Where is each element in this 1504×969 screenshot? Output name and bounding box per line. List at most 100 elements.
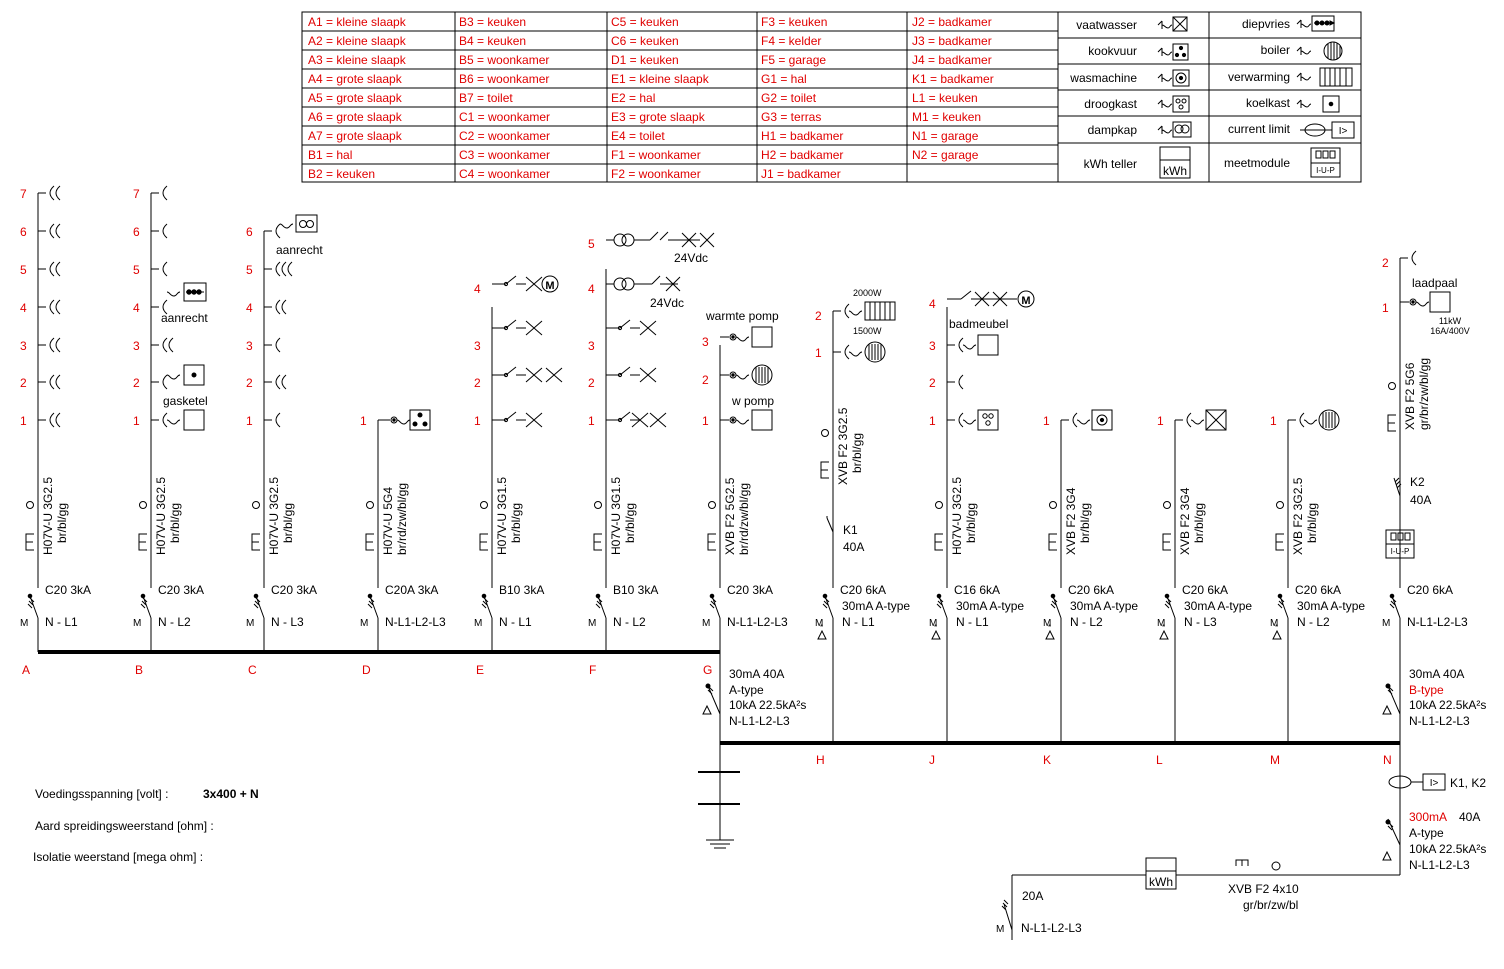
svg-text:M: M bbox=[1043, 618, 1051, 629]
legend-room-f1: F1 = woonkamer bbox=[611, 148, 701, 162]
svg-text:M: M bbox=[815, 618, 823, 629]
point-number: 1 bbox=[1043, 414, 1050, 428]
phase-label: N - L1 bbox=[45, 615, 78, 629]
point-number: 2 bbox=[20, 376, 27, 390]
svg-text:Isolatie weerstand [mega ohm]: Isolatie weerstand [mega ohm] : bbox=[33, 850, 203, 864]
svg-text:M: M bbox=[20, 618, 28, 629]
point-number: 2 bbox=[133, 376, 140, 390]
point-number: 7 bbox=[133, 187, 140, 201]
circuit-note: badmeubel bbox=[949, 317, 1008, 331]
point-number: 2 bbox=[474, 376, 481, 390]
legend-symbol-label: boiler bbox=[1261, 43, 1290, 57]
breaker-rating: C20A 3kA bbox=[385, 583, 438, 597]
point-number: 3 bbox=[702, 335, 709, 349]
point-number: 6 bbox=[20, 225, 27, 239]
circuit-note: aanrecht bbox=[276, 243, 323, 257]
cable-colors: br/bl/gg bbox=[509, 503, 523, 543]
svg-text:10kA 22.5kA²s: 10kA 22.5kA²s bbox=[1409, 842, 1486, 856]
svg-text:M: M bbox=[545, 280, 554, 292]
point-number: 1 bbox=[246, 414, 253, 428]
breaker-rating: C20 6kA bbox=[840, 583, 886, 597]
point-number: 1 bbox=[133, 414, 140, 428]
current-limiter-k1k2: I> K1, K2 bbox=[1388, 773, 1486, 791]
cable-type: XVB F2 3G2.5 bbox=[1291, 477, 1305, 555]
breaker-rating: C20 6kA bbox=[1407, 583, 1453, 597]
svg-text:*: * bbox=[934, 623, 937, 632]
legend-room-e1: E1 = kleine slaapk bbox=[611, 72, 710, 86]
rcd-rating: 30mA A-type bbox=[956, 599, 1024, 613]
legend-room-g3: G3 = terras bbox=[761, 110, 821, 124]
load-symbols: aanrecht bbox=[264, 214, 323, 428]
rcd-rating: 30mA A-type bbox=[1070, 599, 1138, 613]
point-number: 3 bbox=[588, 339, 595, 353]
cable-colors: br/bl/gg bbox=[964, 503, 978, 543]
cable-type: H07V-U 3G2.5 bbox=[267, 477, 281, 555]
cable-type: H07V-U 5G4 bbox=[381, 487, 395, 555]
legend-room-j4: J4 = badkamer bbox=[912, 53, 992, 67]
point-number: 7 bbox=[20, 187, 27, 201]
cable-colors: br/rd/zw/bl/gg bbox=[395, 483, 409, 555]
point-number: 4 bbox=[588, 282, 595, 296]
legend-room-b5: B5 = woonkamer bbox=[459, 53, 549, 67]
svg-text:30mA 40A: 30mA 40A bbox=[1409, 667, 1464, 681]
phase-label: N - L1 bbox=[956, 615, 989, 629]
breaker-rating: B10 3kA bbox=[613, 583, 658, 597]
legend-symbol-label: vaatwasser bbox=[1076, 18, 1137, 32]
legend-room-f5: F5 = garage bbox=[761, 53, 826, 67]
circuit-note: 11kW bbox=[1439, 316, 1462, 326]
svg-text:3x400 + N: 3x400 + N bbox=[203, 787, 259, 801]
svg-text:gr/br/zw/bl: gr/br/zw/bl bbox=[1243, 898, 1298, 912]
cable-colors: br/bl/gg bbox=[55, 503, 69, 543]
svg-text:I-U-P: I-U-P bbox=[1391, 547, 1410, 556]
legend-symbol-label: dampkap bbox=[1088, 123, 1138, 137]
svg-text:Voedingsspanning [volt] :: Voedingsspanning [volt] : bbox=[35, 787, 168, 801]
group-letter-l: L bbox=[1156, 753, 1163, 767]
legend-room-a1: A1 = kleine slaapk bbox=[308, 15, 407, 29]
rcd-rating: 30mA A-type bbox=[1184, 599, 1252, 613]
svg-text:M: M bbox=[588, 618, 596, 629]
load-symbols bbox=[1061, 409, 1113, 431]
breaker-rating: C20 6kA bbox=[1068, 583, 1114, 597]
group-letter-j: J bbox=[929, 753, 935, 767]
point-number: 3 bbox=[474, 339, 481, 353]
phase-label: N - L2 bbox=[613, 615, 646, 629]
group-letter-e: E bbox=[476, 663, 484, 677]
legend-room-d1: D1 = keuken bbox=[611, 53, 679, 67]
cable-type: XVB F2 5G6 bbox=[1403, 362, 1417, 430]
point-number: 2 bbox=[815, 309, 822, 323]
rcd-rating: 30mA A-type bbox=[1297, 599, 1365, 613]
cable-type: XVB F2 5G2.5 bbox=[723, 477, 737, 555]
svg-text:40A: 40A bbox=[1459, 810, 1480, 824]
cable-type: XVB F2 3G4 bbox=[1064, 487, 1078, 555]
legend-room-b2: B2 = keuken bbox=[308, 167, 375, 181]
circuit-note: laadpaal bbox=[1412, 276, 1457, 290]
point-number: 5 bbox=[246, 263, 253, 277]
breaker-rating: C20 3kA bbox=[727, 583, 773, 597]
point-number: 3 bbox=[133, 339, 140, 353]
legend-room-c3: C3 = woonkamer bbox=[459, 148, 550, 162]
legend-room-h2: H2 = badkamer bbox=[761, 148, 843, 162]
group-letter-b: B bbox=[135, 663, 143, 677]
svg-text:10kA 22.5kA²s: 10kA 22.5kA²s bbox=[729, 698, 806, 712]
contactor-rating: 40A bbox=[843, 540, 864, 554]
point-number: 1 bbox=[1270, 414, 1277, 428]
cable-type: XVB F2 3G2.5 bbox=[836, 407, 850, 485]
load-symbols: M bbox=[492, 275, 563, 428]
contactor-label: K2 bbox=[1410, 475, 1425, 489]
phase-label: N - L2 bbox=[1070, 615, 1103, 629]
fridge-icon bbox=[1296, 95, 1340, 113]
group-letter-m: M bbox=[1270, 753, 1280, 767]
contactor-rating: 40A bbox=[1410, 493, 1431, 507]
meter-module-icon: I-U-P bbox=[1310, 147, 1341, 178]
circuit-note: 24Vdc bbox=[674, 251, 708, 265]
legend-room-a6: A6 = grote slaapk bbox=[308, 110, 403, 124]
cable-colors: gr/br/zw/bl/gg bbox=[1417, 358, 1431, 430]
legend-symbol-label: koelkast bbox=[1246, 96, 1291, 110]
point-number: 2 bbox=[246, 376, 253, 390]
